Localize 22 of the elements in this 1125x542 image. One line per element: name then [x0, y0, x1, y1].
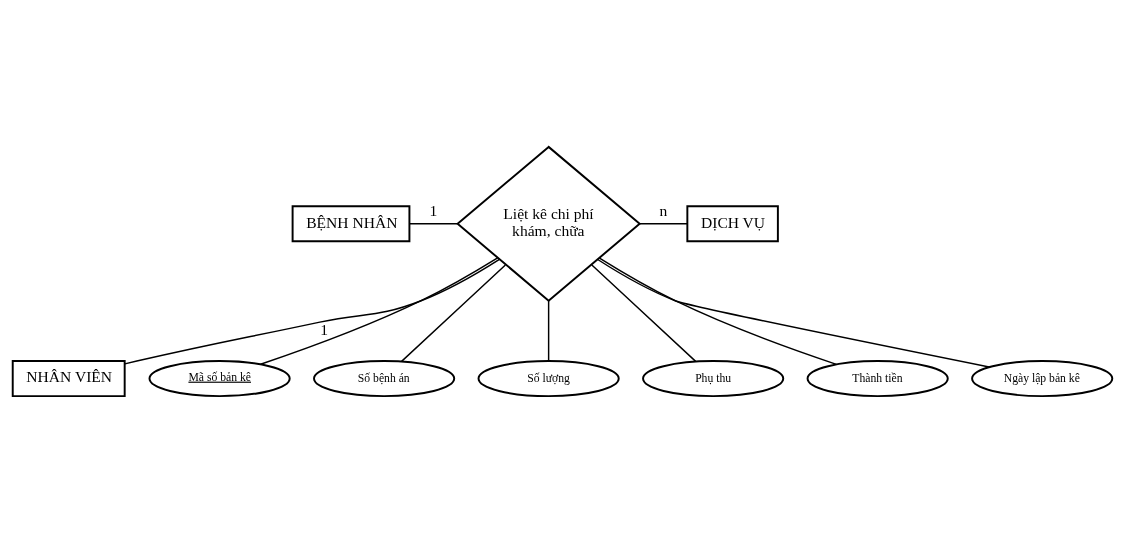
node-ellipse: Ngày lập bản kê [971, 359, 1114, 397]
node-ellipse: Số lượng [477, 359, 620, 397]
node-ellipse: Thành tiền [806, 359, 949, 397]
node-box: BỆNH NHÂN [291, 204, 411, 242]
connector [124, 258, 501, 365]
connector [597, 258, 990, 368]
node-box: DỊCH VỤ [686, 204, 779, 242]
node-diamond: Liệt kê chi phí khám, chữa [456, 145, 642, 302]
connector [547, 299, 550, 362]
node-ellipse: Mã số bản kê [148, 359, 291, 397]
connector [400, 263, 507, 362]
node-box: NHÂN VIÊN [11, 359, 126, 397]
connector [639, 222, 688, 225]
edge-label: 1 [429, 201, 438, 219]
connector [408, 222, 459, 225]
edge-label: n [659, 201, 668, 219]
edge-label: 1 [320, 320, 329, 338]
connector [591, 263, 697, 362]
connector [259, 256, 499, 365]
node-ellipse: Phụ thu [642, 359, 785, 397]
connector [598, 256, 838, 365]
node-ellipse: Số bệnh án [313, 359, 456, 397]
